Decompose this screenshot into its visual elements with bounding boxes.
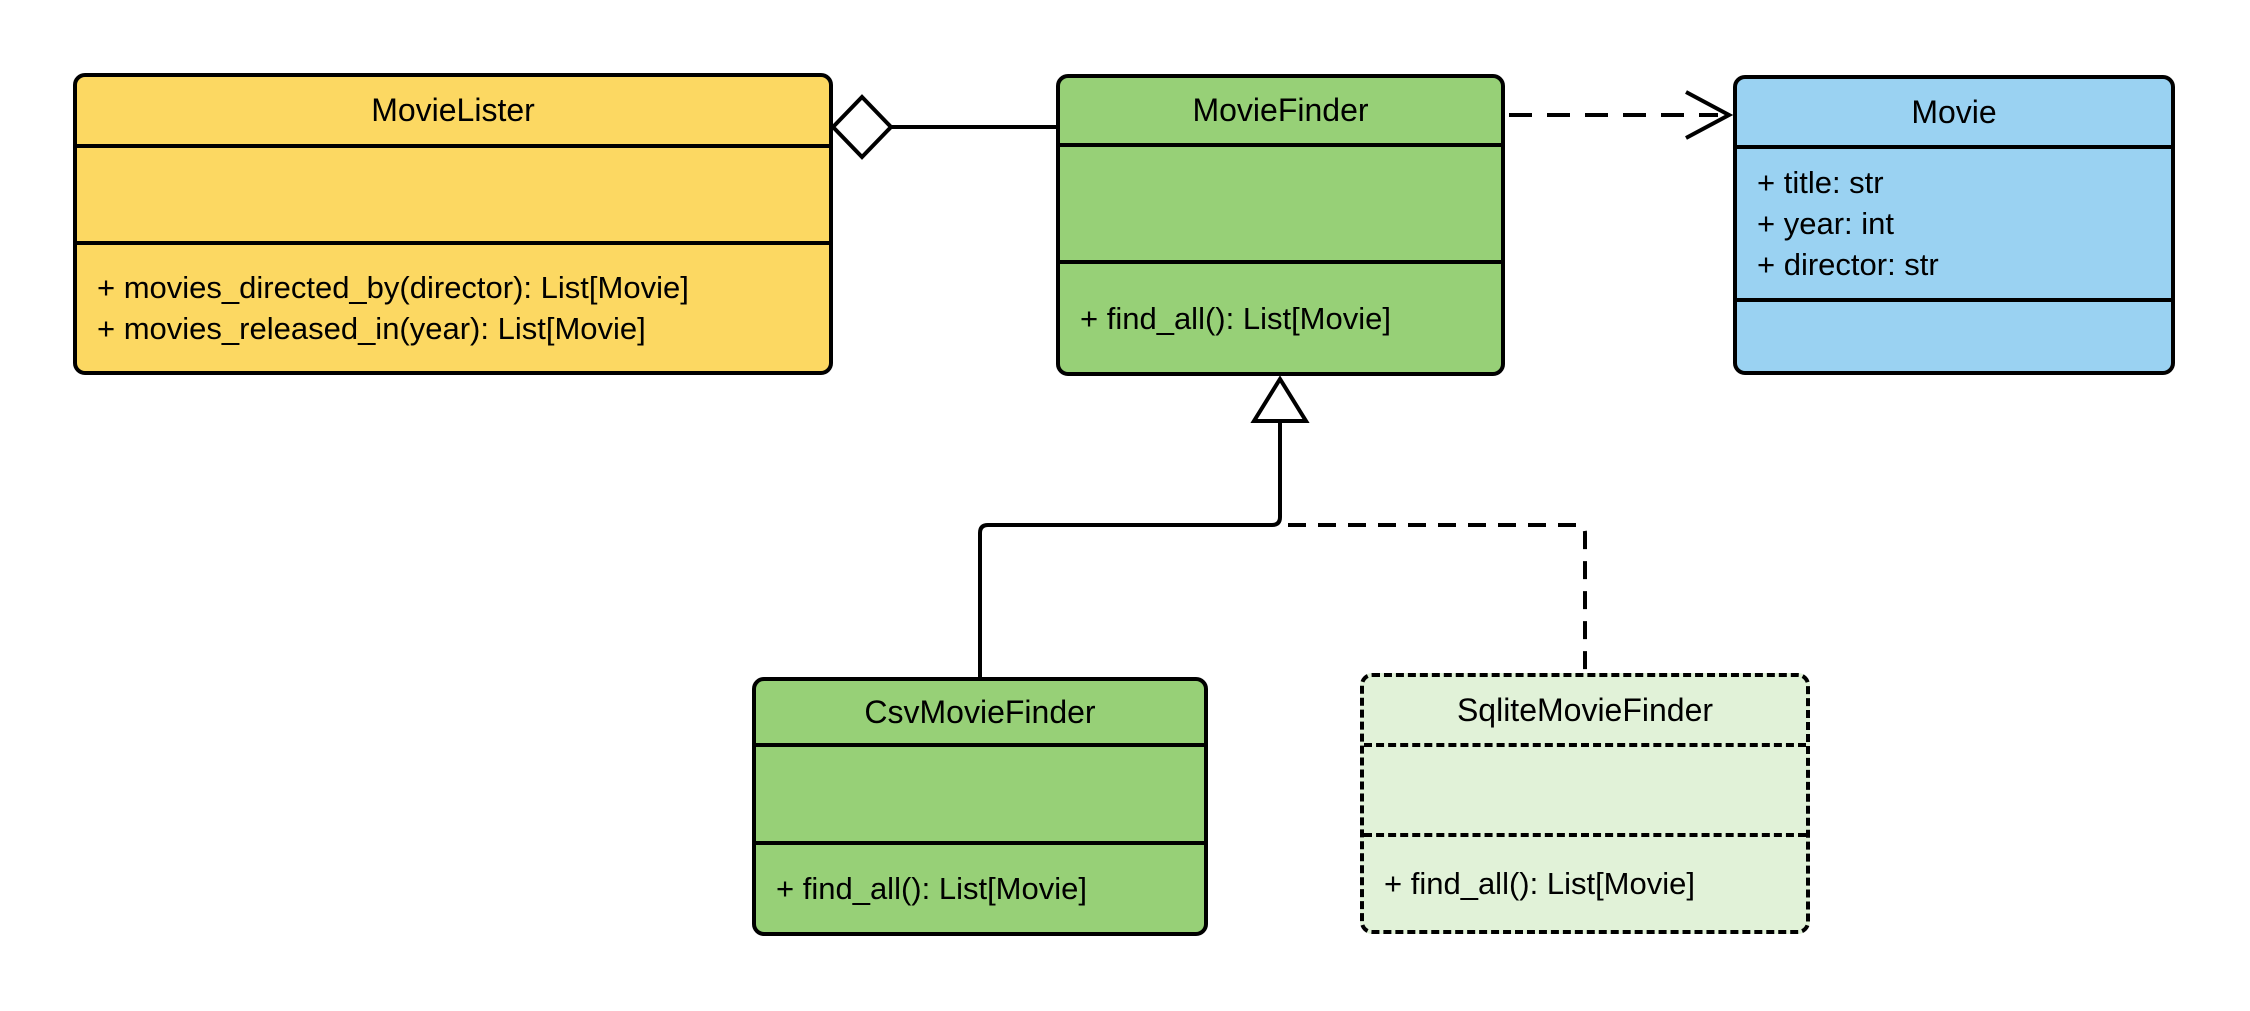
class-title-moviefinder: MovieFinder — [1060, 78, 1501, 147]
aggregation-connector-movielister-moviefinder[interactable] — [830, 94, 1056, 160]
class-title-movielister: MovieLister — [77, 77, 829, 148]
class-name-label: Movie — [1911, 93, 1997, 130]
class-name-label: MovieFinder — [1192, 92, 1369, 128]
generalization-connector-moviefinder[interactable] — [978, 375, 1587, 677]
class-name-label: MovieLister — [371, 92, 535, 128]
class-name-label: SqliteMovieFinder — [1456, 691, 1714, 728]
attribute-row: + title: str — [1757, 165, 1884, 200]
class-title-csvmoviefinder: CsvMovieFinder — [756, 681, 1204, 747]
class-box-csvmoviefinder[interactable]: CsvMovieFinder + find_all(): List[Movie] — [752, 677, 1208, 936]
aggregation-diamond-icon — [830, 94, 894, 160]
attribute-row: + year: int — [1757, 206, 1894, 241]
generalization-solid-branch-csv — [978, 421, 1282, 677]
class-title-movie: Movie — [1737, 79, 2171, 149]
class-box-moviefinder[interactable]: MovieFinder + find_all(): List[Movie] — [1056, 74, 1505, 376]
methods-section-moviefinder: + find_all(): List[Movie] — [1060, 264, 1501, 372]
class-box-sqlitemoviefinder[interactable]: SqliteMovieFinder + find_all(): List[Mov… — [1360, 673, 1810, 934]
dependency-open-arrow-icon — [1685, 90, 1734, 140]
method-row: + find_all(): List[Movie] — [776, 871, 1087, 906]
attributes-section-sqlitemoviefinder — [1364, 747, 1806, 837]
attribute-row: + director: str — [1757, 247, 1939, 282]
method-row: + find_all(): List[Movie] — [1080, 300, 1391, 336]
attributes-section-csvmoviefinder — [756, 747, 1204, 845]
dependency-connector-moviefinder-movie[interactable] — [1509, 90, 1734, 140]
class-box-movielister[interactable]: MovieLister + movies_directed_by(directo… — [73, 73, 833, 375]
generalization-triangle-icon — [1250, 375, 1310, 423]
attributes-section-moviefinder — [1060, 147, 1501, 264]
methods-section-csvmoviefinder: + find_all(): List[Movie] — [756, 845, 1204, 932]
class-name-label: CsvMovieFinder — [864, 693, 1096, 730]
method-row: + find_all(): List[Movie] — [1384, 866, 1695, 901]
method-row: + movies_directed_by(director): List[Mov… — [97, 270, 689, 305]
methods-section-movielister: + movies_directed_by(director): List[Mov… — [77, 245, 829, 371]
method-row: + movies_released_in(year): List[Movie] — [97, 311, 646, 346]
methods-section-sqlitemoviefinder: + find_all(): List[Movie] — [1364, 837, 1806, 930]
attributes-section-movielister — [77, 148, 829, 245]
class-box-movie[interactable]: Movie + title: str + year: int + directo… — [1733, 75, 2175, 375]
class-title-sqlitemoviefinder: SqliteMovieFinder — [1364, 677, 1806, 747]
methods-section-movie — [1737, 302, 2171, 371]
attributes-section-movie: + title: str + year: int + director: str — [1737, 149, 2171, 302]
generalization-dashed-branch-sqlite — [1288, 523, 1587, 673]
